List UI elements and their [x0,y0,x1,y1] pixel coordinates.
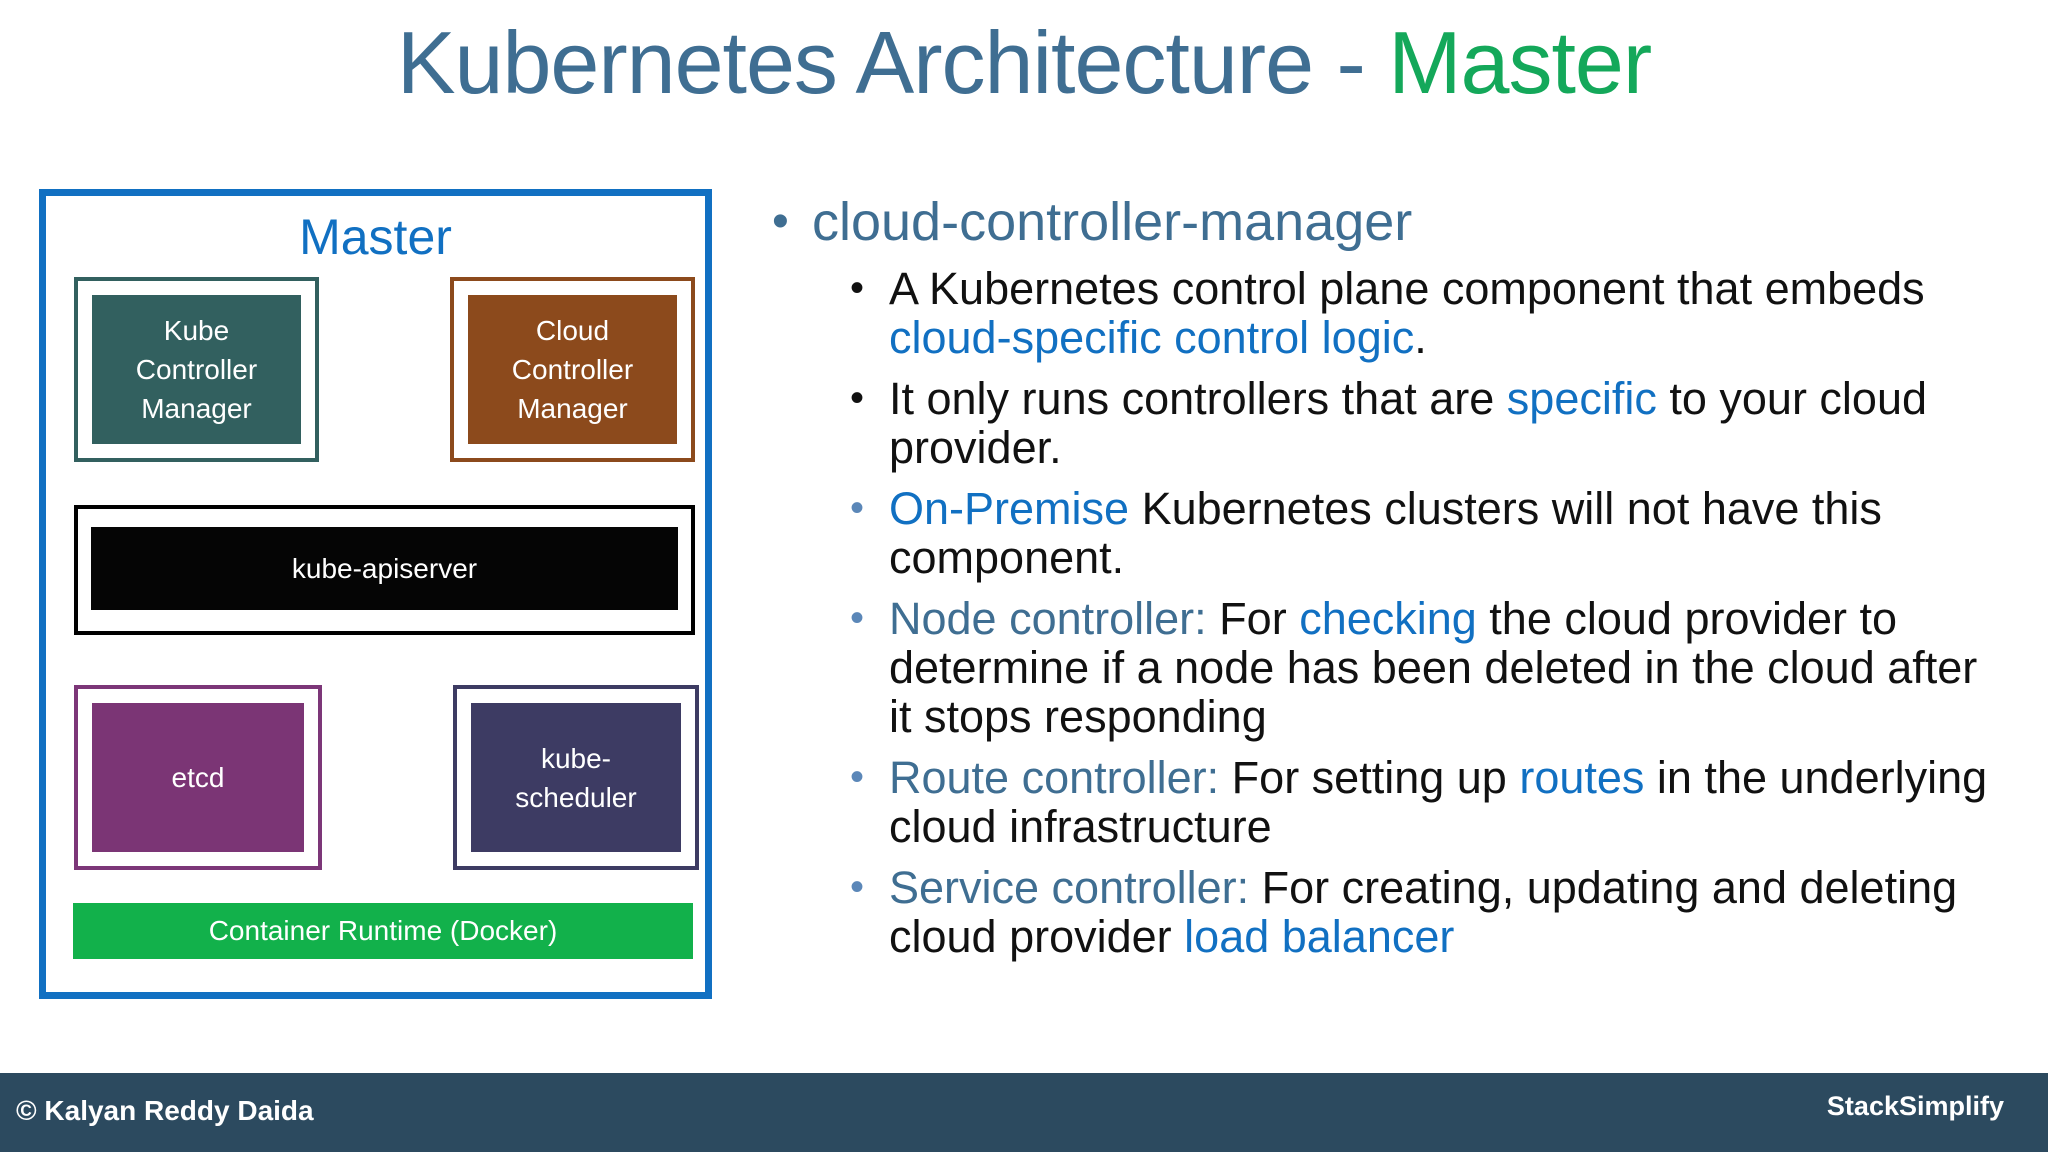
kube-controller-manager-box: Kube Controller Manager [74,277,319,462]
bullet-term: Node controller: [889,593,1207,644]
list-item: • Service controller: For creating, upda… [770,863,1990,961]
bullet-highlight: specific [1506,373,1657,424]
bullet-term: Service controller: [889,862,1250,913]
kube-controller-manager-block: Kube Controller Manager [92,295,301,444]
bullet-heading-text: cloud-controller-manager [812,192,1413,252]
cloud-controller-manager-block: Cloud Controller Manager [468,295,677,444]
list-item: • Node controller: For checking the clou… [770,594,1990,741]
kube-apiserver-block: kube-apiserver [91,527,678,610]
bullet-dot-icon: • [850,376,865,420]
bullet-dot-icon: • [850,596,865,640]
list-item: • It only runs controllers that are spec… [770,374,1990,472]
brand-logo-text: StackSimplify [1826,1091,2004,1121]
title-main: Kubernetes Architecture - [396,13,1389,112]
etcd-label: etcd [171,762,225,793]
bullet-list: • cloud-controller-manager • A Kubernete… [770,190,1990,973]
bullet-highlight: cloud-specific control logic [889,312,1415,363]
bullet-highlight: On-Premise [889,483,1130,534]
list-item: • A Kubernetes control plane component t… [770,264,1990,362]
bullet-heading: • cloud-controller-manager [770,190,1990,254]
bullet-text: For setting up [1219,752,1520,803]
bullet-text: the cloud provider to determine if a nod… [889,593,1978,742]
bullet-dot-icon: • [772,195,789,248]
kube-scheduler-box: kube- scheduler [453,685,699,870]
master-node-diagram: Master Kube Controller Manager Cloud Con… [39,189,712,999]
bullet-dot-icon: • [850,755,865,799]
bullet-term: Route controller: [889,752,1220,803]
bullet-text: Kubernetes clusters will not have this c… [889,483,1882,583]
bullet-text: For creating, updating and deleting clou… [889,862,1958,962]
etcd-box: etcd [74,685,322,870]
bullet-dot-icon: • [850,865,865,909]
list-item: • Route controller: For setting up route… [770,753,1990,851]
list-item: • On-Premise Kubernetes clusters will no… [770,484,1990,582]
cloud-controller-manager-box: Cloud Controller Manager [450,277,695,462]
kube-apiserver-box: kube-apiserver [74,505,695,635]
bullet-text: A Kubernetes control plane component tha… [889,263,1925,314]
cloud-controller-manager-label: Cloud Controller Manager [511,315,634,424]
bullet-highlight: checking [1299,593,1477,644]
bullet-dot-icon: • [850,266,865,310]
master-label: Master [299,209,452,265]
bullet-text: in the underlying cloud infrastructure [889,752,1988,852]
etcd-block: etcd [92,703,304,852]
sub-bullet-list: • A Kubernetes control plane component t… [770,264,1990,961]
title-accent: Master [1388,13,1652,112]
kube-scheduler-block: kube- scheduler [471,703,681,852]
container-runtime-bar: Container Runtime (Docker) [73,903,693,959]
kube-scheduler-label: kube- scheduler [515,742,637,813]
bullet-highlight: routes [1519,752,1645,803]
kube-apiserver-label: kube-apiserver [291,553,478,584]
bullet-text: to your cloud provider. [889,373,1928,473]
copyright-text: © Kalyan Reddy Daida [16,1095,314,1126]
bullet-text: . [1414,312,1427,363]
footer-bar: © Kalyan Reddy Daida StackSimplify [0,1073,2048,1152]
bullet-text: It only runs controllers that are [889,373,1507,424]
kube-controller-manager-label: Kube Controller Manager [135,315,258,424]
bullet-text: For [1206,593,1300,644]
container-runtime-label: Container Runtime (Docker) [208,915,558,946]
page-title: Kubernetes Architecture - Master [0,8,2048,118]
bullet-highlight: load balancer [1184,911,1455,962]
bullet-dot-icon: • [850,486,865,530]
